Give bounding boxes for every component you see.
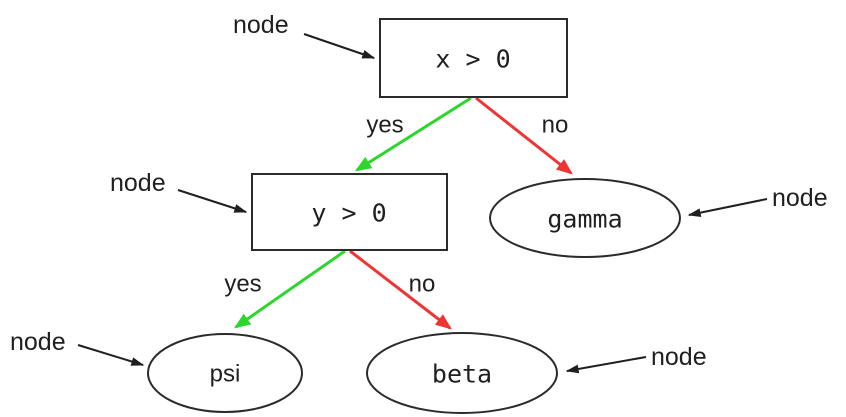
node-ellipse-gamma (489, 178, 681, 258)
annotation-arrow-beta (565, 356, 647, 374)
node-label-gamma: gamma (547, 205, 622, 234)
annotation-label-internal: node (110, 169, 166, 197)
edge-label-no-1: no (542, 112, 569, 139)
node-label-root: x > 0 (435, 45, 510, 74)
annotation-arrow-internal (177, 189, 248, 213)
edge-label-yes-2: yes (224, 271, 261, 298)
node-ellipse-beta (366, 332, 558, 414)
edge-internal-to-beta-no (349, 249, 452, 330)
node-ellipse-psi (147, 333, 303, 413)
annotation-label-root: node (233, 11, 289, 39)
annotation-arrow-gamma (687, 198, 768, 217)
node-box-root (379, 18, 568, 98)
annotation-label-gamma: node (772, 184, 828, 212)
annotation-label-psi: node (10, 328, 66, 356)
edge-root-to-internal-yes (354, 96, 472, 172)
node-label-beta: beta (432, 360, 492, 389)
annotation-label-beta: node (651, 343, 707, 371)
edge-root-to-gamma-no (475, 96, 573, 175)
annotation-arrow-psi (77, 344, 145, 366)
edge-label-yes-1: yes (366, 112, 403, 139)
node-box-internal (251, 173, 448, 251)
edge-internal-to-psi-yes (233, 249, 346, 329)
annotation-arrow-root (303, 33, 376, 59)
edge-label-no-2: no (409, 271, 436, 298)
node-label-psi: psi (210, 361, 241, 388)
node-label-internal: y > 0 (311, 199, 386, 228)
